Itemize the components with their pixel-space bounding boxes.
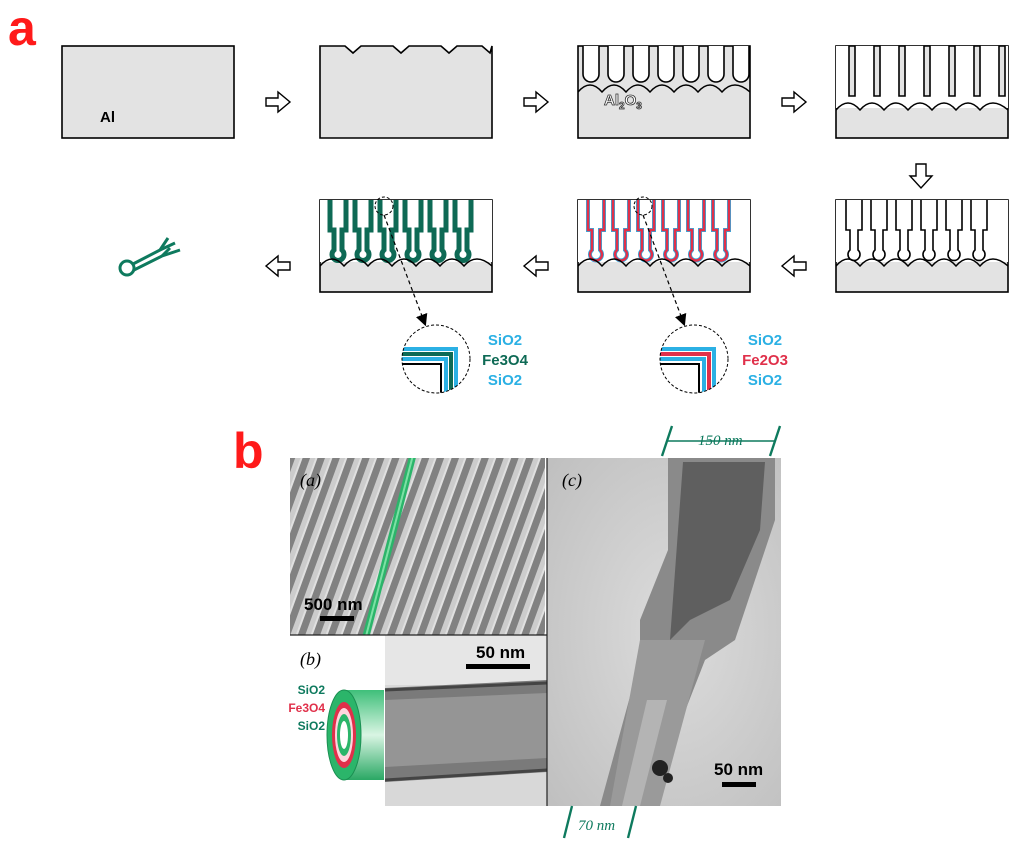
scalebar-c [722, 782, 756, 787]
arrow-down-icon [908, 163, 934, 190]
magnetite-coated-template [319, 196, 493, 293]
svg-text:SiO2: SiO2 [488, 332, 522, 349]
panel-label-a: a [8, 0, 37, 56]
coaxial-tube-schematic [326, 689, 384, 781]
al-label: Al [100, 109, 115, 126]
arrow-right-icon [265, 90, 292, 114]
arrow-right-icon [523, 90, 550, 114]
arrow-left-icon [780, 254, 807, 278]
arrow-left-icon [264, 254, 291, 278]
subpanel-label-a: (a) [300, 470, 321, 491]
svg-text:SiO2: SiO2 [748, 372, 782, 389]
svg-text:Fe3O4: Fe3O4 [482, 352, 529, 369]
zoom-callout-arrow [383, 214, 428, 327]
svg-text:SiO2: SiO2 [298, 719, 326, 733]
svg-text:Fe3O4: Fe3O4 [288, 701, 325, 715]
scalebar-label-c: 50 nm [714, 760, 763, 779]
svg-text:SiO2: SiO2 [298, 683, 326, 697]
scalebar-b [466, 664, 530, 669]
tem-image-modulated-nanotube [547, 458, 781, 806]
modulated-pore-step [835, 45, 1009, 139]
arrow-right-icon [781, 90, 808, 114]
scalebar-a [320, 616, 354, 621]
arrow-left-icon [522, 254, 549, 278]
layer-legend-fe3o4: SiO2 Fe3O4 SiO2 [482, 332, 529, 389]
dimension-label-bottom: 70 nm [578, 818, 615, 834]
scalebar-label-a: 500 nm [304, 595, 363, 614]
tube-layer-labels: SiO2 Fe3O4 SiO2 [288, 683, 325, 733]
hematite-coated-template [577, 196, 751, 293]
scalebar-label-b: 50 nm [476, 643, 525, 662]
dimension-150nm [660, 425, 782, 457]
dimension-70nm [562, 805, 638, 839]
alumina-label: Al2O3 [604, 92, 642, 112]
released-nanotube-icon [118, 237, 181, 277]
zoom-callout-arrow [642, 214, 687, 327]
subpanel-label-c: (c) [562, 470, 582, 491]
subpanel-label-b: (b) [300, 649, 321, 670]
magnified-layer-fe3o4 [401, 324, 471, 394]
bulb-pore-step [835, 199, 1009, 293]
prepatterned-aluminum [319, 45, 493, 139]
magnified-layer-fe2o3 [659, 324, 729, 394]
panel-label-b: b [233, 423, 264, 479]
porous-alumina-step [577, 45, 751, 139]
dimension-label-top: 150 nm [698, 433, 743, 449]
sem-image-aligned-nanotubes [290, 458, 545, 635]
aluminum-block [61, 45, 235, 139]
layer-legend-fe2o3: SiO2 Fe2O3 SiO2 [742, 332, 788, 389]
svg-text:SiO2: SiO2 [748, 332, 782, 349]
tem-image-nanotube-segment [385, 635, 547, 806]
svg-text:Fe2O3: Fe2O3 [742, 352, 788, 369]
svg-text:SiO2: SiO2 [488, 372, 522, 389]
